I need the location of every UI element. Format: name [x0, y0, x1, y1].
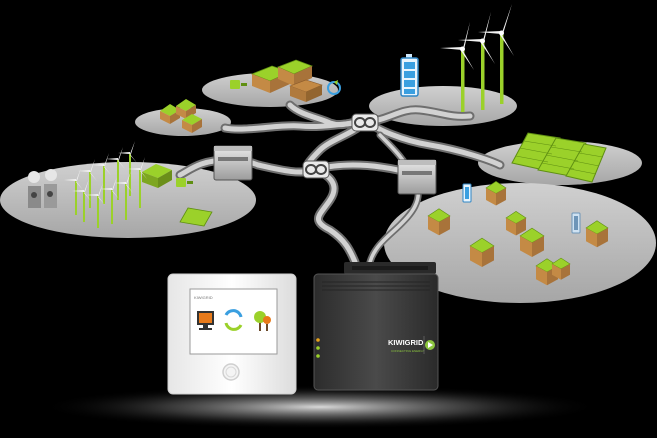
- wind-turbine-icon: [458, 12, 495, 110]
- house-icon: [176, 99, 196, 119]
- solar-panel-icon: [565, 143, 607, 183]
- wind-turbine-icon: [106, 147, 125, 200]
- wind-turbine-icon: [86, 183, 105, 228]
- wind-turbine-icon: [478, 4, 514, 104]
- vent-lines: [322, 281, 430, 291]
- status-led: [316, 338, 320, 342]
- wind-turbines-large: [440, 4, 514, 112]
- battery-icon: [571, 212, 581, 234]
- wind-turbine-icon: [440, 22, 474, 112]
- wind-turbine-icon: [92, 153, 111, 204]
- house-icon: [485, 181, 507, 206]
- solar-panel-icon: [179, 207, 213, 227]
- power-plant-icon: [28, 169, 57, 208]
- wind-turbine-icon: [114, 171, 133, 220]
- house-icon: [585, 220, 609, 248]
- wind-turbine-icon: [128, 157, 147, 208]
- house-icon: [505, 211, 527, 236]
- battery-icon: [400, 54, 419, 97]
- monitor-house-icon: [197, 311, 214, 330]
- chain-link-icon: [351, 113, 379, 132]
- house-icon: [142, 164, 172, 188]
- trees-icon: [254, 311, 271, 331]
- wind-farm-small: [64, 141, 147, 228]
- gateway-tagline: CONNECTING ENERGY: [391, 349, 425, 353]
- cycle-arrows-icon: [224, 309, 243, 331]
- chain-link-icon: [302, 160, 330, 179]
- kiwi-logo-icon: [425, 340, 435, 350]
- wind-turbine-icon: [78, 159, 97, 208]
- battery-icon: [462, 183, 472, 203]
- display-logo: KIWIGRID: [194, 295, 213, 300]
- houses-top-left: [160, 99, 202, 133]
- plug-icon: [230, 80, 247, 89]
- solar-farm: [511, 132, 607, 183]
- house-icon: [551, 257, 571, 280]
- house-icon: [519, 227, 545, 257]
- houses-right: [427, 181, 609, 286]
- plug-icon: [176, 178, 193, 187]
- house-icon: [182, 114, 202, 133]
- house-icon: [469, 237, 495, 267]
- home-button[interactable]: [222, 363, 240, 381]
- house-icon: [289, 79, 323, 102]
- wind-turbine-icon: [64, 168, 83, 215]
- wind-turbine-icon: [100, 177, 119, 224]
- floor-reflection: [40, 385, 600, 429]
- cycle-arrows-icon: [327, 80, 341, 95]
- house-icon: [427, 208, 451, 236]
- status-led: [316, 354, 320, 358]
- left-generation-site: [28, 164, 213, 227]
- houses-top-center: [230, 59, 341, 102]
- wind-turbine-icon: [72, 179, 91, 222]
- gateway-brand: KIWIGRID: [388, 338, 424, 347]
- grid-roads: [175, 100, 505, 267]
- kiwigrid-gateway-device: KIWIGRID CONNECTING ENERGY: [313, 262, 439, 391]
- energy-meter-left: [213, 145, 253, 181]
- home-display-device: KIWIGRID: [167, 273, 297, 395]
- status-led: [316, 346, 320, 350]
- house-icon: [276, 59, 314, 86]
- energy-meter-right: [397, 159, 437, 195]
- wind-turbine-icon: [118, 141, 137, 196]
